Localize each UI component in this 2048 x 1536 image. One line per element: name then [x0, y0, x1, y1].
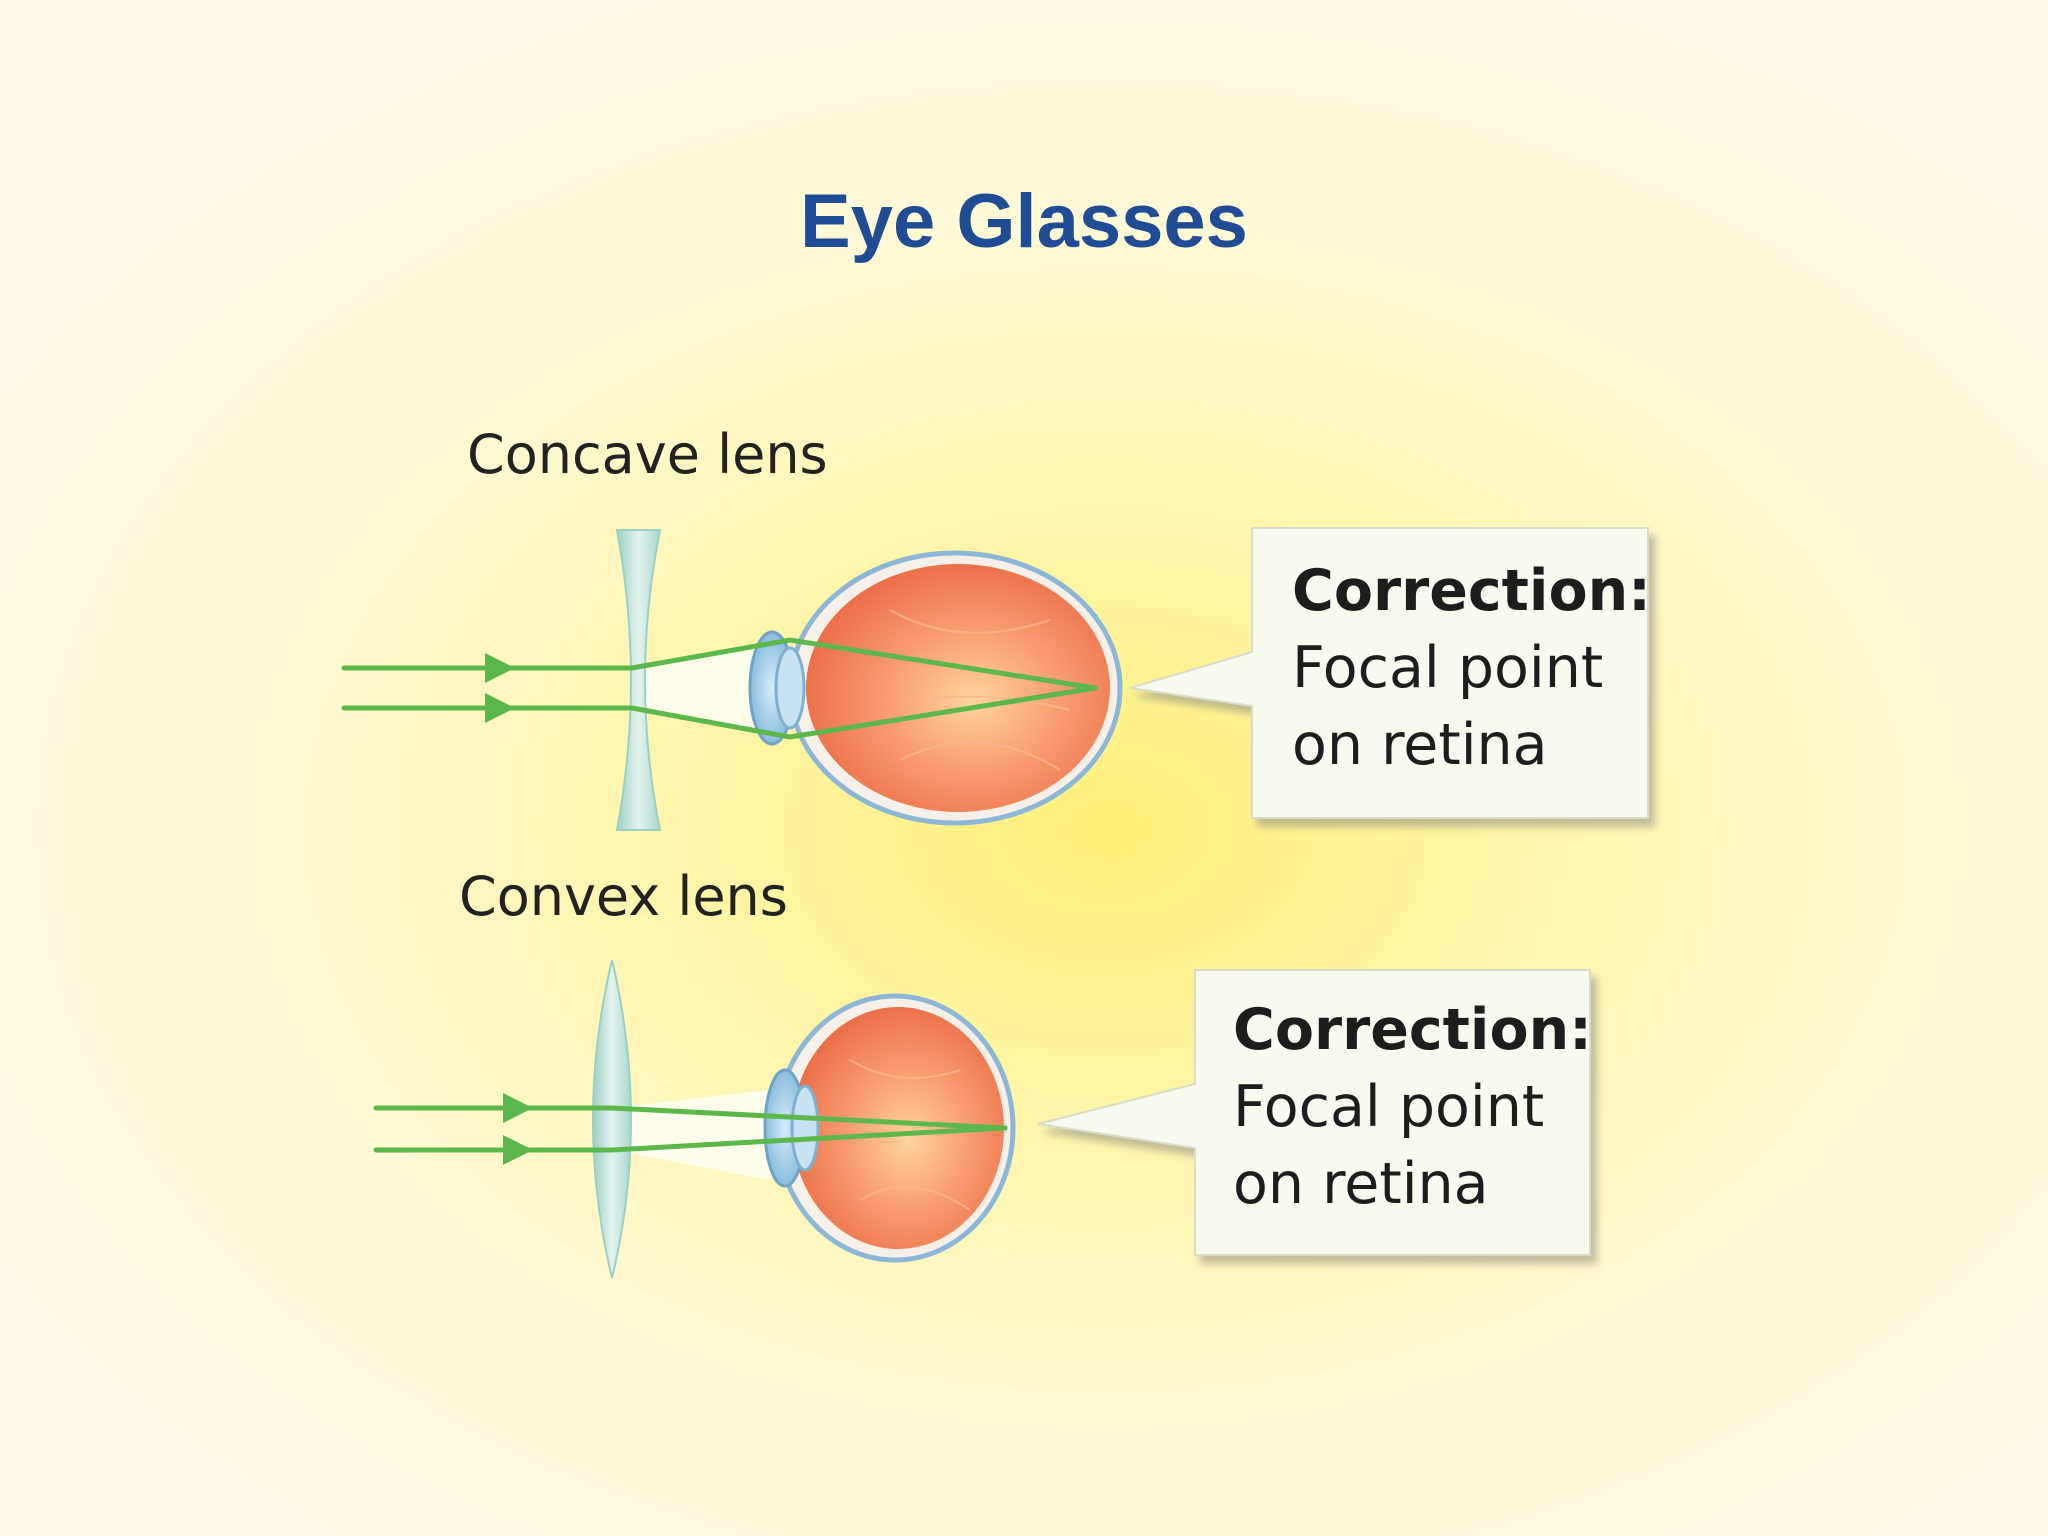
convex-callout-line-1: Focal point: [1233, 1074, 1545, 1140]
concave-callout: Correction: Focal point on retina: [1292, 553, 1651, 784]
convex-lens-label: Convex lens: [459, 865, 788, 928]
convex-panel: [373, 959, 1591, 1279]
convex-eyeball: [763, 993, 1016, 1263]
concave-rays: [341, 637, 1098, 740]
concave-callout-heading: Correction:: [1292, 558, 1651, 624]
concave-callout-line-1: Focal point: [1292, 635, 1604, 701]
concave-callout-box: [1129, 527, 1649, 819]
convex-rays: [373, 1093, 1008, 1165]
concave-callout-line-2: on retina: [1292, 712, 1548, 778]
slide-title: Eye Glasses: [800, 179, 1248, 264]
convex-light-cone: [612, 1090, 770, 1180]
concave-eyeball: [748, 550, 1123, 826]
convex-callout-heading: Correction:: [1233, 997, 1592, 1063]
convex-callout: Correction: Focal point on retina: [1233, 992, 1592, 1223]
concave-lens: [615, 529, 662, 831]
concave-lens-label: Concave lens: [467, 423, 828, 486]
convex-lens: [592, 959, 632, 1279]
convex-callout-box: [1037, 969, 1591, 1256]
concave-panel: [341, 527, 1649, 831]
convex-callout-line-2: on retina: [1233, 1151, 1489, 1217]
